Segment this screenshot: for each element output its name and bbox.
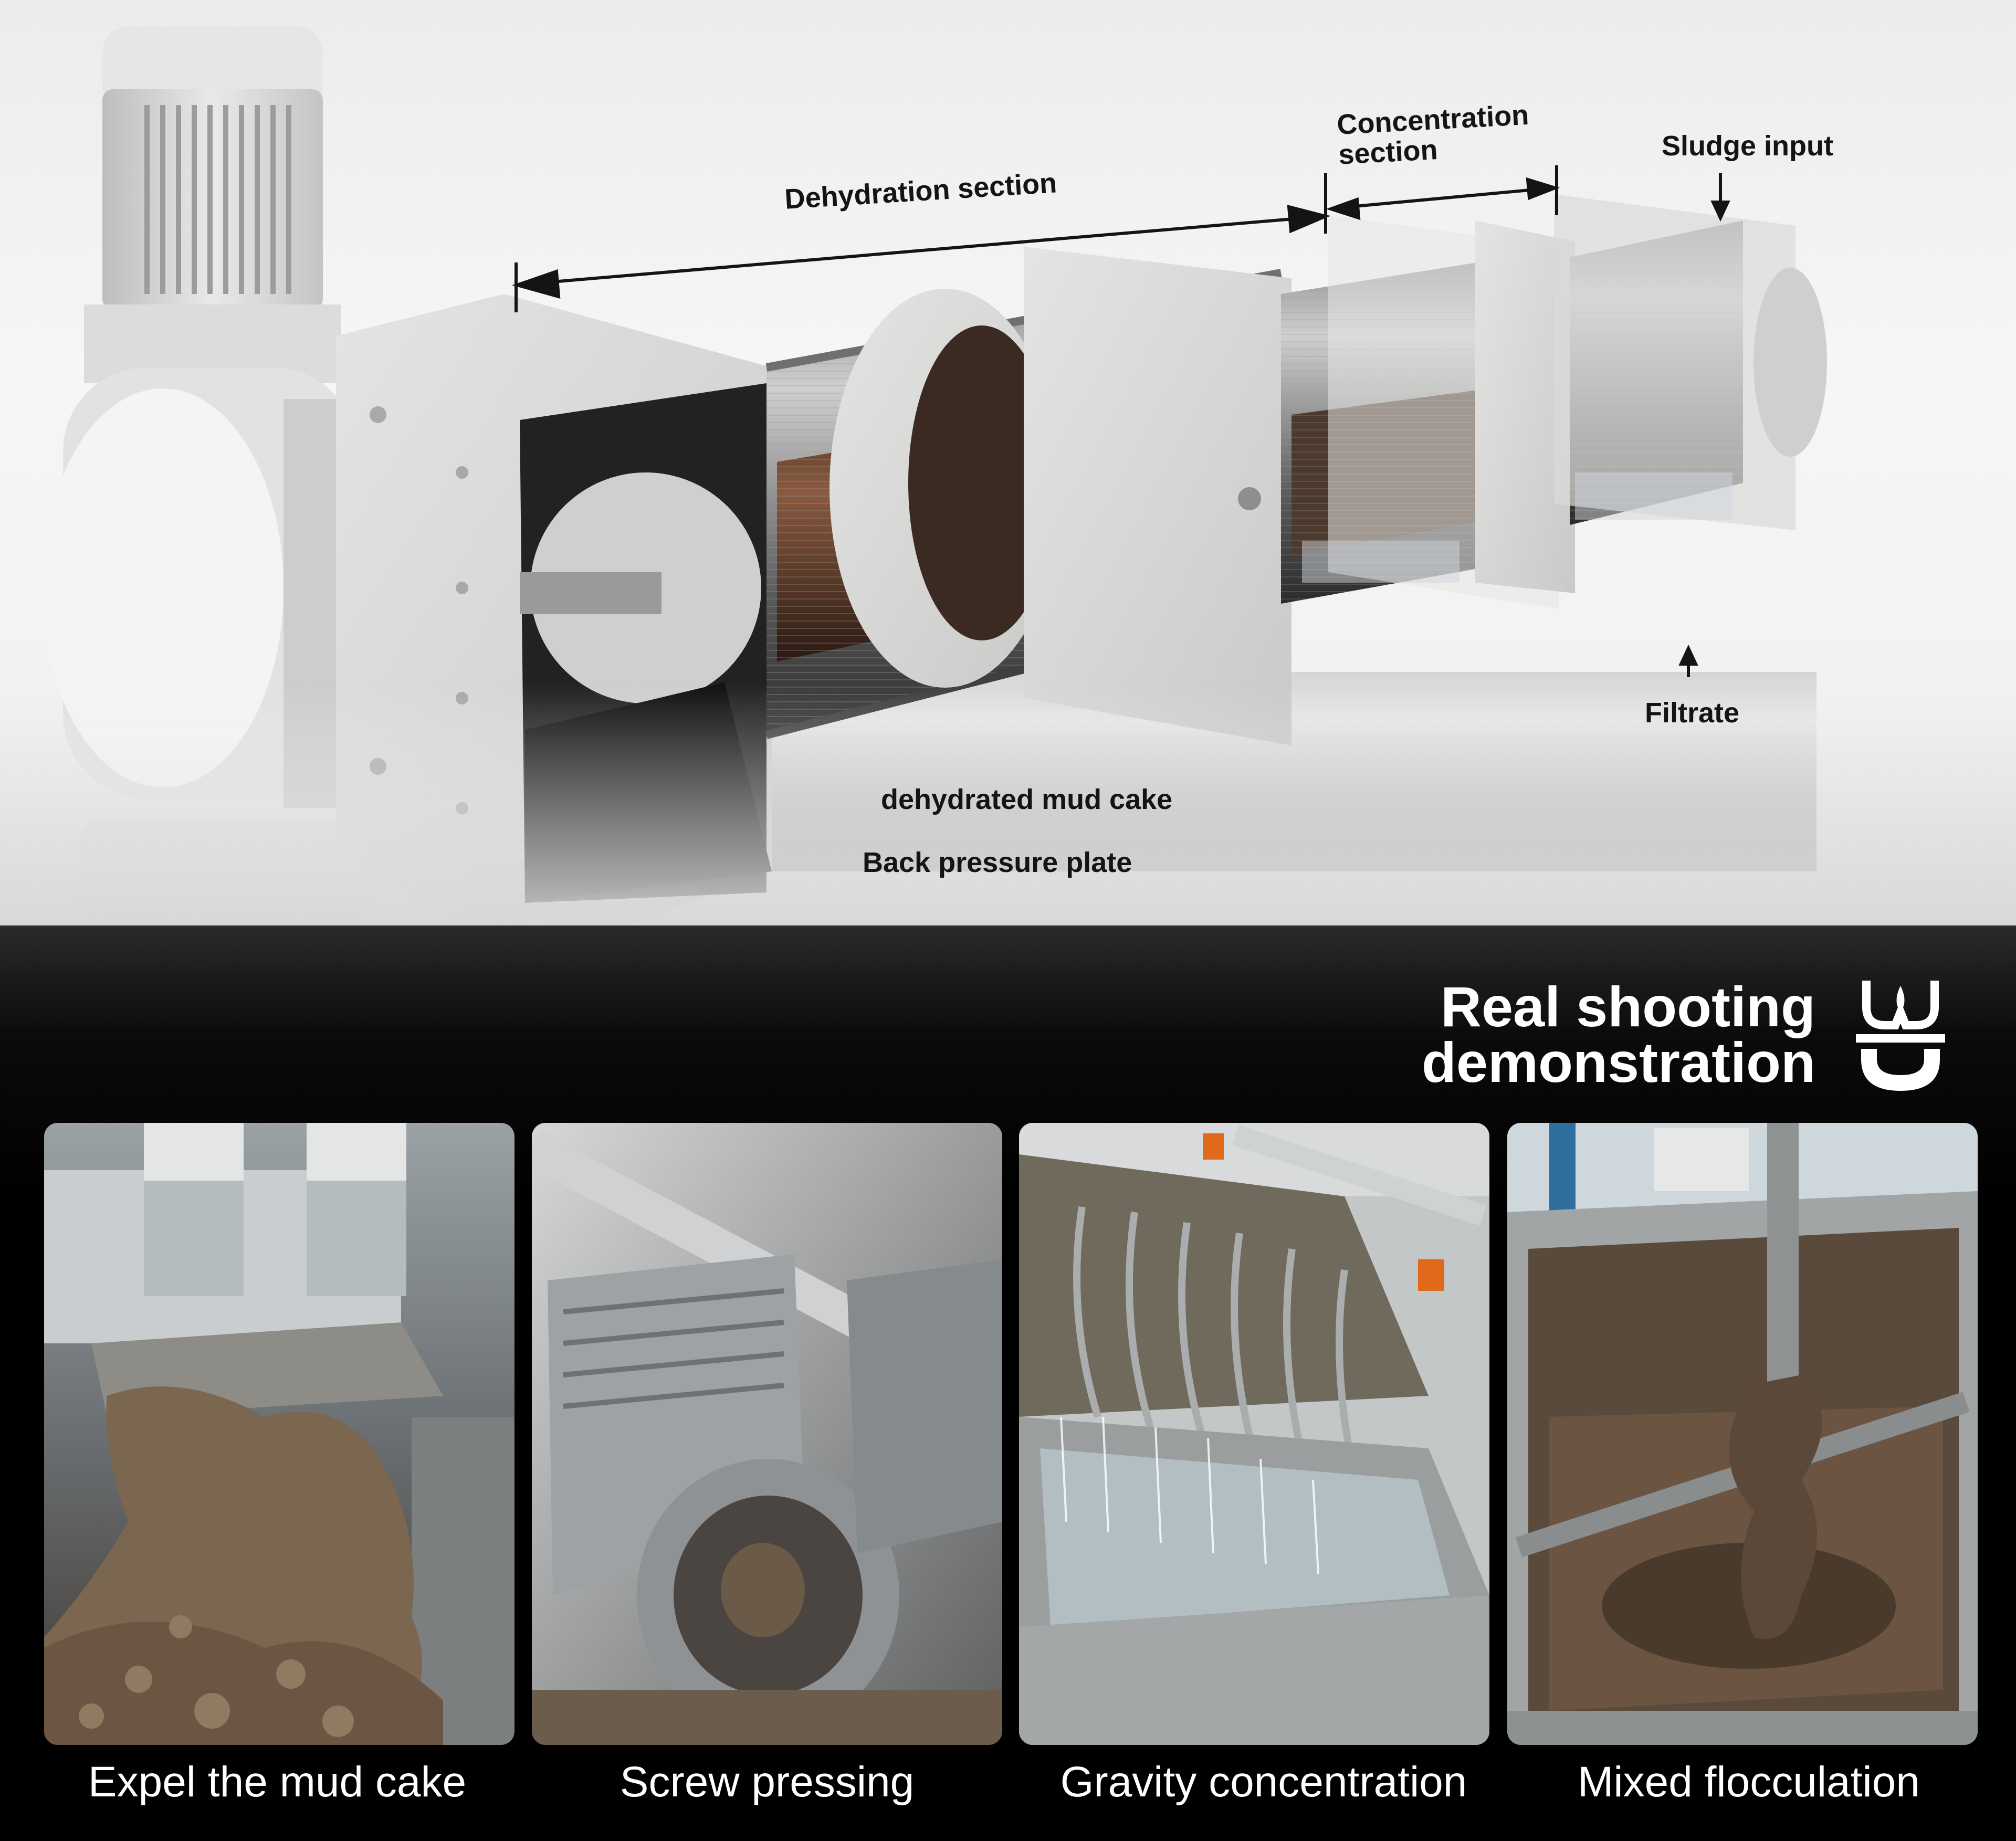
demo-heading: Real shooting demonstration xyxy=(1421,975,1815,1094)
caption-mixed-flocculation: Mixed flocculation xyxy=(1578,1758,1920,1806)
filtrate-droplets xyxy=(1302,472,1732,583)
section-arrows xyxy=(511,165,1730,677)
label-back-pressure-plate: Back pressure plate xyxy=(863,847,1132,878)
machine-diagram: Dehydration section Concentration sectio… xyxy=(0,0,2016,925)
label-concentration-section: Concentration section xyxy=(1336,99,1531,171)
photo-screw-pressing xyxy=(532,1123,1002,1745)
demo-heading-line2: demonstration xyxy=(1421,1030,1815,1094)
middle-plate xyxy=(1024,247,1292,745)
motor xyxy=(84,26,341,383)
photo-expel-mud-cake xyxy=(44,1123,514,1745)
label-mud-cake: dehydrated mud cake xyxy=(881,784,1173,815)
label-filtrate: Filtrate xyxy=(1645,697,1740,729)
flange-ring xyxy=(830,289,1060,688)
caption-expel-mud-cake: Expel the mud cake xyxy=(88,1758,467,1806)
caption-screw-pressing: Screw pressing xyxy=(620,1758,915,1806)
concentration-plate xyxy=(1328,215,1575,609)
screw-press-illustration xyxy=(0,26,2016,925)
demo-heading-line1: Real shooting xyxy=(1440,975,1815,1038)
label-sludge-input: Sludge input xyxy=(1662,130,1833,162)
sludge-input-drum xyxy=(1554,194,1827,530)
sludge-drop-icon xyxy=(1845,975,1956,1099)
caption-gravity-concentration: Gravity concentration xyxy=(1060,1758,1467,1806)
photo-gravity-concentration xyxy=(1019,1123,1489,1745)
photo-mixed-flocculation xyxy=(1507,1123,1978,1745)
